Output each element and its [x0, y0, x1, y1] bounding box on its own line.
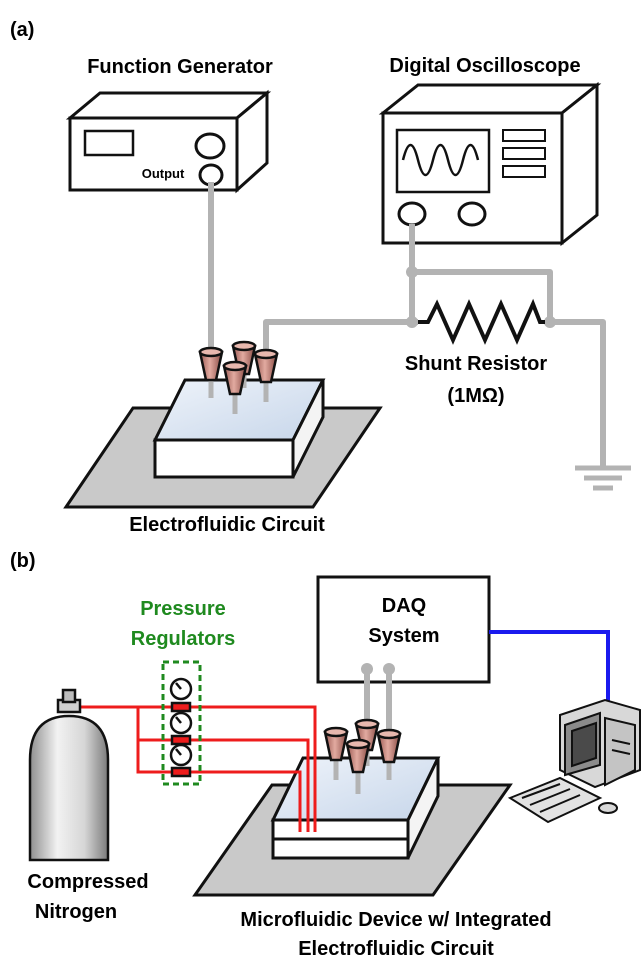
function-generator-knob [194, 132, 226, 160]
tubing-line-3 [136, 740, 302, 832]
nitrogen-tubing [79, 705, 317, 832]
output-label: Output [142, 166, 185, 181]
tubing-line-2 [136, 707, 310, 832]
resistor-to-ground-wire [545, 319, 606, 468]
oscilloscope-input-2 [457, 201, 487, 227]
daq-terminal-1 [361, 663, 373, 675]
keyboard-icon [507, 776, 603, 824]
oscilloscope-screen [395, 128, 491, 194]
digital-oscilloscope [378, 81, 602, 247]
pressure-regulator-3 [169, 743, 193, 778]
function-generator-display [83, 129, 135, 157]
function-generator-title: Function Generator [87, 56, 273, 78]
function-generator [65, 89, 272, 194]
daq-terminal-2 [383, 663, 395, 675]
oscilloscope-input-1 [397, 201, 427, 227]
pressure-regulators-label-line1: Pressure [140, 598, 226, 620]
circuit-to-resistor-wire [263, 319, 418, 360]
connectors-b [323, 718, 402, 794]
mouse-icon [598, 802, 618, 814]
nitrogen-cylinder [28, 688, 110, 862]
tubing-line-1 [79, 705, 317, 832]
oscilloscope-title: Digital Oscilloscope [389, 55, 580, 77]
junction-node-3 [544, 316, 556, 328]
function-generator-top [65, 91, 272, 120]
connector-a-1 [198, 346, 224, 398]
daq-label-line1: DAQ [382, 595, 426, 617]
connectors-a [198, 340, 279, 414]
chip-b-front-lower [271, 837, 410, 860]
oscilloscope-button-3 [502, 165, 546, 178]
junction-node-2 [406, 316, 418, 328]
scope-parallel-wire [412, 269, 553, 322]
shunt-resistor-value: (1MΩ) [447, 385, 504, 407]
junction-node-1 [406, 266, 418, 278]
oscilloscope-button-2 [502, 147, 546, 160]
pressure-regulator-1 [169, 677, 193, 713]
chip-b-front-upper [271, 818, 410, 841]
waveform-trace [401, 143, 480, 177]
daq-label-line2: System [368, 625, 439, 647]
pressure-regulator-2 [169, 711, 193, 746]
oscilloscope-side [560, 81, 599, 247]
oscilloscope-button-1 [502, 129, 546, 142]
connector-a-3 [253, 348, 279, 402]
ground-symbol [575, 465, 631, 491]
electrofluidic-circuit-label: Electrofluidic Circuit [129, 514, 325, 536]
monitor-screen [571, 721, 597, 768]
microfluidic-chip-a [152, 378, 326, 479]
panel-b-label: (b) [10, 550, 36, 572]
connector-b-3 [376, 728, 402, 780]
connector-a-4 [222, 360, 248, 414]
pressure-regulators-label-line2: Regulators [131, 628, 235, 650]
nitrogen-label-line1: Compressed [27, 871, 148, 893]
computer-icon [507, 698, 641, 824]
cylinder-body [28, 714, 110, 862]
connector-b-1 [323, 726, 349, 780]
panel-a-label: (a) [10, 19, 34, 41]
device-label-line2: Electrofluidic Circuit [298, 938, 494, 960]
shunt-resistor-symbol [418, 298, 545, 345]
shunt-resistor-label: Shunt Resistor [405, 353, 547, 375]
daq-to-computer-cable [489, 630, 610, 705]
connector-b-4 [345, 738, 371, 794]
nitrogen-label-line2: Nitrogen [35, 901, 117, 923]
daq-system-box [316, 575, 491, 684]
device-label-line1: Microfluidic Device w/ Integrated [240, 909, 551, 931]
chip-a-front [153, 438, 295, 479]
